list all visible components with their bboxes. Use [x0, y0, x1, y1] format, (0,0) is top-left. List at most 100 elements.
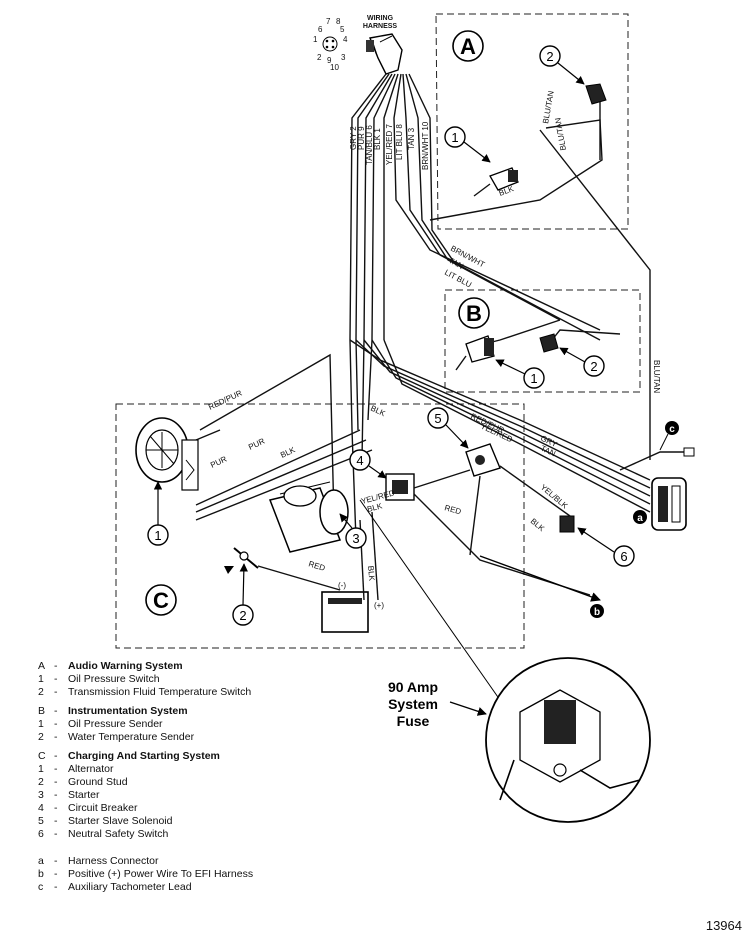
callout-c5: 5 — [427, 407, 469, 449]
legend-item: 1-Oil Pressure Sender — [38, 718, 398, 731]
letter-b: b — [590, 604, 604, 618]
legend-text: Instrumentation System — [68, 705, 188, 717]
legend-separator: - — [54, 828, 58, 840]
svg-text:RED: RED — [443, 503, 462, 516]
legend-text: Ground Stud — [68, 776, 128, 788]
legend-heading: C-Charging And Starting System — [38, 750, 398, 763]
svg-text:1: 1 — [451, 130, 458, 145]
battery: (-) (+) — [321, 581, 384, 633]
fuse-label: 90 Amp System Fuse — [388, 679, 487, 729]
svg-text:C: C — [153, 588, 169, 613]
legend-text: Neutral Safety Switch — [68, 828, 169, 840]
svg-text:BLK: BLK — [279, 445, 297, 460]
svg-text:System: System — [388, 696, 438, 712]
legend-key: 2 — [38, 731, 44, 743]
legend-key: 1 — [38, 718, 44, 730]
callout-c2: 2 — [232, 563, 254, 626]
svg-text:2: 2 — [546, 49, 553, 64]
svg-text:2: 2 — [590, 359, 597, 374]
svg-text:1: 1 — [154, 528, 161, 543]
legend-item: 1-Oil Pressure Switch — [38, 673, 398, 686]
legend-key: A — [38, 660, 46, 672]
legend-item: 1-Alternator — [38, 763, 398, 776]
legend-text: Charging And Starting System — [68, 750, 220, 762]
legend-separator: - — [54, 815, 58, 827]
wiring-harness-label: WIRING HARNESS — [363, 15, 398, 30]
trunk-wire-labels: GRY 2 PUR 9 TAN/BLU 6 BLK 1 YEL/RED 7 LI… — [349, 121, 430, 170]
svg-text:BLK: BLK — [369, 404, 387, 419]
callout-c1: 1 — [147, 481, 169, 546]
harness-pin-diagram: 1 2 3 4 5 6 7 8 9 10 — [313, 17, 348, 72]
svg-text:TAN/BLU 6: TAN/BLU 6 — [365, 125, 374, 165]
legend-item: a-Harness Connector — [38, 855, 398, 868]
legend-key: 6 — [38, 828, 44, 840]
callout-b2: 2 — [559, 347, 605, 377]
pin-number: 2 — [317, 53, 322, 62]
legend-text: Alternator — [68, 763, 114, 775]
legend-item: 5-Starter Slave Solenoid — [38, 815, 398, 828]
legend-separator: - — [54, 868, 58, 880]
legend-text: Circuit Breaker — [68, 802, 138, 814]
svg-text:BLU/TAN: BLU/TAN — [652, 360, 661, 393]
starter — [268, 481, 349, 553]
callout-a1: 1 — [444, 126, 491, 163]
pin-number: 9 — [327, 56, 332, 65]
svg-text:HARNESS: HARNESS — [363, 23, 398, 30]
section-a-box — [435, 13, 629, 230]
svg-text:BLK: BLK — [366, 501, 384, 514]
starter-slave-solenoid — [465, 443, 501, 477]
section-c-box — [115, 403, 525, 649]
callout-b1: 1 — [495, 359, 545, 389]
section-a-wiring: BLU/TAN BLU/TAN BLK BLU/TAN — [429, 85, 661, 460]
callout-a2: 2 — [539, 45, 585, 85]
svg-text:PUR 9: PUR 9 — [357, 126, 366, 150]
legend-key: C — [38, 750, 46, 762]
svg-text:B: B — [466, 301, 482, 326]
figure-number: 13964 — [705, 918, 742, 933]
legend-separator: - — [54, 855, 58, 867]
svg-text:(-): (-) — [338, 581, 346, 590]
harness-connector — [651, 477, 687, 531]
oil-pressure-sender — [455, 335, 495, 371]
svg-text:GRY 2: GRY 2 — [349, 126, 358, 150]
svg-text:PUR: PUR — [247, 436, 266, 451]
svg-text:3: 3 — [352, 531, 359, 546]
fuse-detail-circle — [485, 657, 651, 823]
callout-c4: 4 — [349, 449, 387, 479]
svg-text:BLK 1: BLK 1 — [373, 128, 382, 150]
legend-item: 3-Starter — [38, 789, 398, 802]
legend-key: B — [38, 705, 46, 717]
svg-text:6: 6 — [620, 549, 627, 564]
legend-separator: - — [54, 686, 58, 698]
legend-heading: A-Audio Warning System — [38, 660, 398, 673]
svg-text:YEL/RED 7: YEL/RED 7 — [385, 124, 394, 165]
letter-a: a — [633, 510, 647, 524]
svg-text:5: 5 — [434, 411, 441, 426]
legend-text: Oil Pressure Sender — [68, 718, 163, 730]
legend-key: 1 — [38, 673, 44, 685]
pin-number: 3 — [341, 53, 346, 62]
legend-separator: - — [54, 718, 58, 730]
pin-number: 4 — [343, 35, 348, 44]
letter-c: c — [659, 421, 679, 451]
legend-item: 6-Neutral Safety Switch — [38, 828, 398, 841]
legend-separator: - — [54, 789, 58, 801]
legend-item: c-Auxiliary Tachometer Lead — [38, 881, 398, 894]
legend-spacer — [38, 847, 398, 855]
legend-separator: - — [54, 705, 58, 717]
svg-text:b: b — [594, 607, 600, 618]
harness-trunk — [349, 73, 651, 541]
svg-text:BLU/TAN: BLU/TAN — [553, 117, 568, 151]
svg-text:TAN 3: TAN 3 — [407, 127, 416, 150]
legend-text: Transmission Fluid Temperature Switch — [68, 686, 252, 698]
section-a-label: A — [452, 30, 484, 62]
pin-number: 8 — [336, 17, 341, 26]
water-temperature-sender — [539, 333, 559, 353]
legend-text: Audio Warning System — [68, 660, 183, 672]
svg-text:LIT BLU 8: LIT BLU 8 — [395, 124, 404, 160]
legend-item: 4-Circuit Breaker — [38, 802, 398, 815]
